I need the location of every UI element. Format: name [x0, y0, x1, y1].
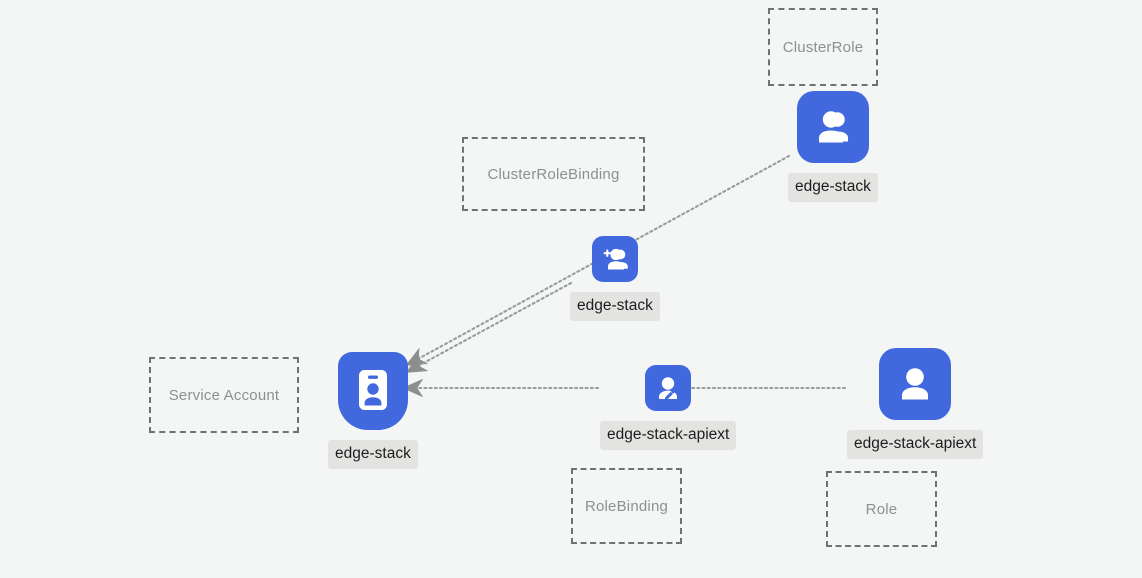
- node-cluster-role-label: edge-stack: [788, 173, 878, 202]
- node-service-account-label: edge-stack: [328, 440, 418, 469]
- kind-box-clusterrole: ClusterRole: [768, 8, 878, 86]
- kind-box-role: Role: [826, 471, 937, 547]
- kind-box-rolebinding: RoleBinding: [571, 468, 682, 544]
- node-cluster-role[interactable]: edge-stack: [788, 91, 878, 202]
- kind-box-role-label: Role: [865, 500, 898, 518]
- kind-box-serviceaccount-label: Service Account: [168, 386, 280, 404]
- node-cluster-role-binding-label: edge-stack: [570, 292, 660, 321]
- node-role-binding-label: edge-stack-apiext: [600, 421, 737, 450]
- node-cluster-role-binding[interactable]: edge-stack: [570, 236, 660, 321]
- kind-box-serviceaccount: Service Account: [149, 357, 299, 433]
- node-role-label: edge-stack-apiext: [847, 430, 984, 459]
- add-user-icon[interactable]: [591, 236, 638, 282]
- node-service-account[interactable]: edge-stack: [328, 352, 418, 469]
- kind-box-clusterrole-label: ClusterRole: [782, 38, 864, 56]
- kind-box-clusterrolebinding: ClusterRoleBinding: [462, 137, 645, 211]
- group-users-icon[interactable]: [796, 91, 869, 163]
- kind-box-clusterrolebinding-label: ClusterRoleBinding: [487, 165, 620, 183]
- user-edit-icon[interactable]: [645, 365, 692, 411]
- user-icon[interactable]: [879, 348, 952, 420]
- kind-box-rolebinding-label: RoleBinding: [584, 497, 669, 515]
- id-badge-icon[interactable]: [337, 352, 408, 430]
- node-role[interactable]: edge-stack-apiext: [847, 348, 984, 459]
- edge-clusterrolebinding-to-serviceaccount: [405, 281, 573, 374]
- node-role-binding[interactable]: edge-stack-apiext: [600, 365, 737, 450]
